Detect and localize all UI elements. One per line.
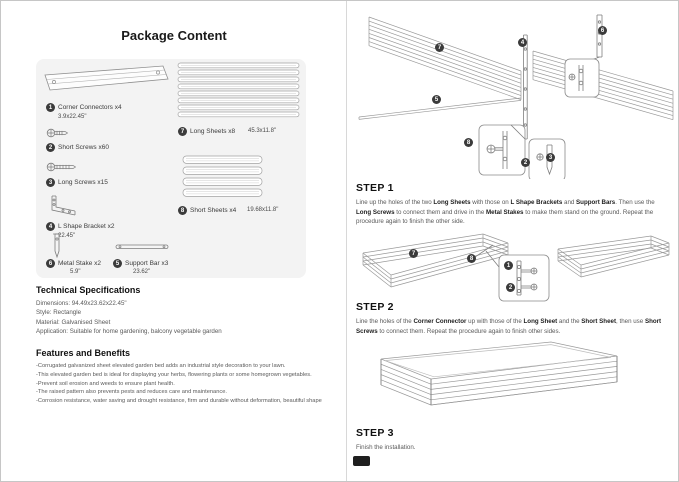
l-bracket-icon bbox=[46, 194, 78, 220]
step3-text: Finish the installation. bbox=[356, 444, 416, 451]
part-dimension: 23.62" bbox=[133, 269, 151, 275]
part-label: Corner Connectors x4 bbox=[58, 104, 122, 111]
callout-badge: 7 bbox=[435, 43, 444, 52]
feature-line: -Corrugated galvanized sheet elevated ga… bbox=[36, 363, 286, 369]
step1-diagram: 7 4 6 5 8 2 3 bbox=[353, 7, 675, 179]
part-dimension: 5.9" bbox=[70, 269, 81, 275]
step2-section: STEP 2 Line the holes of the Corner Conn… bbox=[356, 301, 670, 336]
long-sheets-illustration bbox=[176, 62, 302, 122]
callout-badge: 2 bbox=[521, 158, 530, 167]
step1-text: Line up the holes of the two Long Sheets… bbox=[356, 199, 655, 226]
part-dimension: 19.68x11.8" bbox=[247, 207, 279, 213]
feature-line: -The raised pattern also prevents pests … bbox=[36, 389, 227, 396]
step1-title: STEP 1 bbox=[356, 182, 394, 194]
callout-badge: 8 bbox=[464, 138, 473, 147]
step2-title: STEP 2 bbox=[356, 301, 394, 313]
spec-line: Dimensions: 94.49x23.62x22.45" bbox=[36, 300, 127, 307]
callout-badge: 3 bbox=[546, 153, 555, 162]
column-divider bbox=[346, 1, 347, 481]
part-label: Long Sheets x8 bbox=[190, 128, 236, 135]
technical-specifications-title: Technical Specifications bbox=[36, 285, 141, 295]
part-dimension: 22.45" bbox=[58, 233, 76, 239]
part-label: L Shape Bracket x2 bbox=[58, 223, 115, 230]
support-bar-icon bbox=[114, 243, 172, 251]
corner-connector-illustration bbox=[41, 63, 171, 99]
short-screw-icon bbox=[46, 128, 76, 138]
part-label: Short Sheets x4 bbox=[190, 207, 237, 214]
page-title: Package Content bbox=[121, 28, 227, 43]
spec-line: Application: Suitable for home gardening… bbox=[36, 327, 222, 335]
part-number-badge: 2 bbox=[46, 143, 55, 152]
part-dimension: 3.9x22.45" bbox=[58, 114, 87, 120]
step1-section: STEP 1 Line up the holes of the two Long… bbox=[356, 182, 670, 227]
step2-diagram: 7 8 1 2 bbox=[353, 229, 675, 307]
feature-line: -Corrosion resistance, water saving and … bbox=[36, 398, 322, 405]
spec-line: Style: Rectangle bbox=[36, 309, 82, 317]
part-number-badge: 1 bbox=[46, 103, 55, 112]
step2-text: Line the holes of the Corner Connector u… bbox=[356, 318, 662, 335]
features-benefits-section: Features and Benefits -Corrugated galvan… bbox=[36, 348, 342, 406]
part-label: Support Bar x3 bbox=[125, 260, 169, 267]
part-number-badge: 4 bbox=[46, 222, 55, 231]
long-screw-icon bbox=[46, 162, 84, 172]
callout-badge: 8 bbox=[467, 254, 476, 263]
metal-stake-icon bbox=[51, 231, 63, 259]
short-sheets-illustration bbox=[181, 155, 265, 201]
step3-title: STEP 3 bbox=[356, 427, 394, 439]
part-number-badge: 3 bbox=[46, 178, 55, 187]
callout-badge: 6 bbox=[598, 26, 607, 35]
part-number-badge: 8 bbox=[178, 206, 187, 215]
technical-specifications-section: Technical Specifications Dimensions: 94.… bbox=[36, 285, 326, 336]
step3-diagram bbox=[359, 337, 659, 427]
callout-badge: 2 bbox=[506, 283, 515, 292]
callout-badge: 1 bbox=[504, 261, 513, 270]
feature-line: -Prevent soil erosion and weeds to ensur… bbox=[36, 380, 175, 387]
callout-badge: 4 bbox=[518, 38, 527, 47]
part-number-badge: 7 bbox=[178, 127, 187, 136]
callout-badge: 5 bbox=[432, 95, 441, 104]
feature-line: -This elevated garden bed is ideal for d… bbox=[36, 371, 312, 378]
part-label: Metal Stake x2 bbox=[58, 260, 101, 267]
step3-section: STEP 3 Finish the installation. bbox=[356, 427, 670, 453]
features-benefits-title: Features and Benefits bbox=[36, 348, 131, 358]
spec-line: Material: Galvanised Sheet bbox=[36, 318, 111, 326]
callout-badge: 7 bbox=[409, 249, 418, 258]
part-number-badge: 5 bbox=[113, 259, 122, 268]
part-label: Short Screws x60 bbox=[58, 144, 109, 151]
part-dimension: 45.3x11.8" bbox=[248, 128, 277, 134]
brand-mark bbox=[353, 456, 370, 466]
part-number-badge: 6 bbox=[46, 259, 55, 268]
parts-panel: 1 Corner Connectors x4 3.9x22.45" 2 Shor… bbox=[36, 59, 306, 278]
part-label: Long Screws x15 bbox=[58, 179, 108, 186]
